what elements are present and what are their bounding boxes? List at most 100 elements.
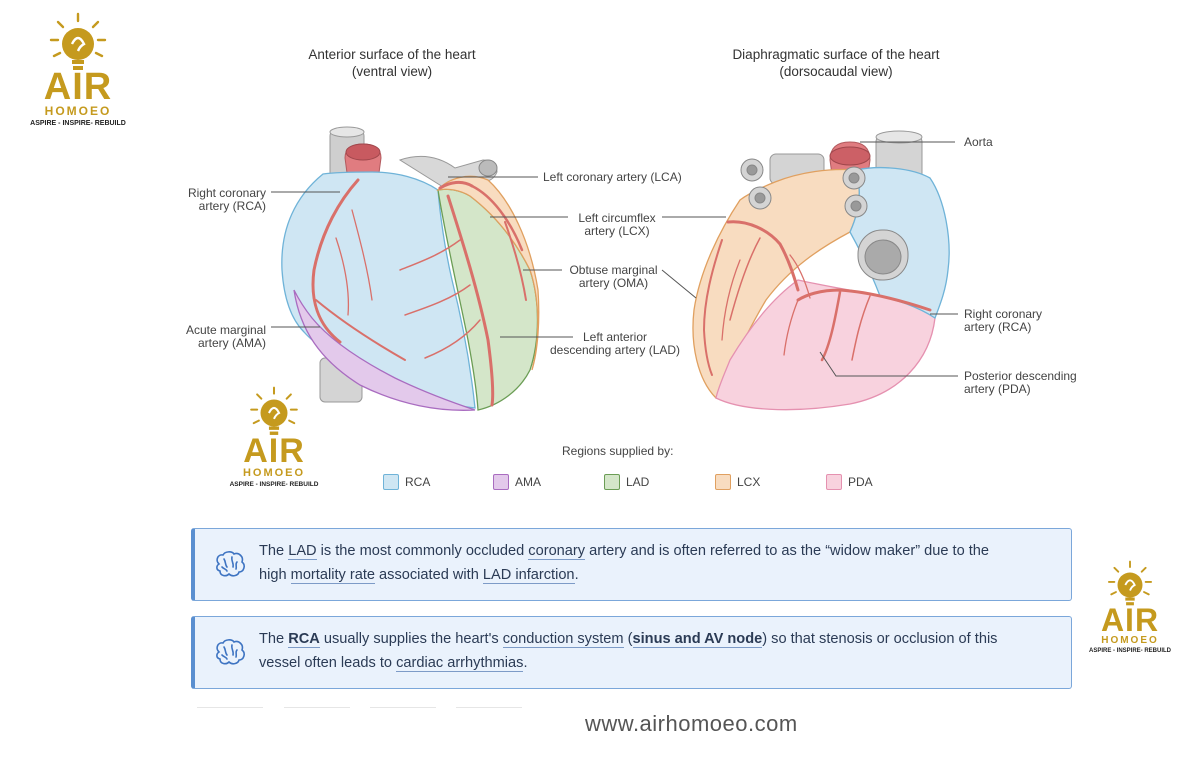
callout-rca: The RCA usually supplies the heart's con…	[191, 616, 1072, 689]
posterior-heart	[692, 130, 950, 411]
label-line: Left anterior	[582, 330, 648, 344]
label-pda: Posterior descending artery (PDA)	[964, 370, 1077, 396]
label-line: artery (PDA)	[964, 382, 1031, 396]
brand-sub: HOMOEO	[1101, 635, 1159, 646]
anterior-view-title: Anterior surface of the heart (ventral v…	[272, 46, 512, 80]
brand-sub: HOMOEO	[242, 467, 306, 479]
brand-name: AIR	[43, 66, 113, 108]
footer-url[interactable]: www.airhomoeo.com	[585, 711, 798, 736]
brand-name: AIR	[1100, 602, 1160, 638]
label-rca-left: Right coronary artery (RCA)	[150, 187, 266, 213]
posterior-title-line2: (dorsocaudal view)	[779, 64, 893, 79]
brand-logo-mid: AIR HOMOEO ASPIRE - INSPIRE- REBUILD	[222, 386, 326, 489]
lcx-artery	[470, 184, 524, 252]
legend-swatch	[715, 474, 731, 490]
text-run: .	[523, 655, 528, 671]
legend-label: RCA	[405, 475, 431, 489]
text-run: high	[259, 567, 291, 583]
rca-artery	[796, 288, 932, 312]
brain-icon	[216, 639, 245, 665]
callout-lad-text: The LAD is the most commonly occluded co…	[259, 539, 1041, 587]
label-line: Posterior descending	[964, 369, 1077, 383]
legend-title: Regions supplied by:	[562, 444, 674, 458]
label-line: Acute marginal	[185, 323, 266, 337]
brand-name: AIR	[243, 432, 305, 470]
label-line: Right coronary	[187, 186, 266, 200]
legend-swatch	[604, 474, 620, 490]
divider	[456, 707, 522, 708]
callout-lad: The LAD is the most commonly occluded co…	[191, 528, 1072, 601]
label-rca-right: Right coronary artery (RCA)	[964, 308, 1042, 334]
leader-pda	[819, 351, 958, 377]
label-line: artery (LCX)	[584, 224, 650, 238]
label-lca: Left coronary artery (LCA)	[543, 171, 682, 184]
brand-sub: HOMOEO	[44, 104, 112, 118]
label-line: artery (RCA)	[964, 320, 1032, 334]
lcx-region	[436, 175, 540, 371]
anterior-title-line2: (ventral view)	[351, 64, 433, 79]
legend-item-rca: RCA	[383, 474, 430, 490]
legend-label: PDA	[848, 475, 873, 489]
label-line: Left circumflex	[578, 211, 656, 225]
label-line: artery (AMA)	[197, 336, 266, 350]
rca-artery	[311, 178, 360, 344]
legend-swatch	[383, 474, 399, 490]
legend-label: AMA	[515, 475, 542, 489]
legend-label: LAD	[626, 475, 650, 489]
legend-label: LCX	[737, 475, 761, 489]
ama-artery	[315, 299, 406, 361]
oma-artery	[504, 221, 527, 301]
posterior-title-line1: Diaphragmatic surface of the heart	[732, 47, 940, 62]
link-conduction-system[interactable]: conduction system	[502, 631, 624, 648]
ama-region	[293, 289, 476, 411]
callout-rca-text: The RCA usually supplies the heart's con…	[259, 627, 1041, 675]
lightbulb-icon	[49, 12, 107, 70]
link-coronary[interactable]: coronary	[528, 543, 586, 560]
divider	[370, 707, 436, 708]
divider	[284, 707, 350, 708]
text-run: usually supplies the heart's	[319, 631, 503, 647]
divider	[197, 707, 263, 708]
lad-artery	[446, 194, 495, 407]
text-run: is the most commonly occluded	[316, 543, 529, 559]
legend-swatch	[493, 474, 509, 490]
label-line: Right coronary	[964, 307, 1043, 321]
lca-artery	[438, 180, 474, 190]
legend-item-ama: AMA	[493, 474, 541, 490]
text-run: artery and is often referred to as the “…	[585, 543, 990, 559]
label-line: descending artery (LAD)	[549, 343, 681, 357]
pda-artery	[820, 290, 842, 362]
text-run: associated with	[375, 567, 483, 583]
brand-logo-right: AIR HOMOEO ASPIRE - INSPIRE- REBUILD	[1083, 560, 1177, 656]
lightbulb-icon	[250, 386, 298, 435]
legend-item-pda: PDA	[826, 474, 873, 490]
link-lad[interactable]: LAD	[288, 543, 317, 560]
oma-artery	[702, 239, 723, 376]
lcx-artery	[726, 220, 800, 292]
text-run: The	[259, 631, 289, 647]
legend-swatch	[826, 474, 842, 490]
anterior-title-line1: Anterior surface of the heart	[308, 47, 476, 62]
label-lad: Left anterior descending artery (LAD)	[548, 331, 682, 357]
link-cardiac-arrhythmias[interactable]: cardiac arrhythmias	[396, 655, 524, 672]
lcx-region	[692, 168, 860, 400]
text-run: (	[623, 631, 633, 647]
label-line: Aorta	[964, 135, 993, 149]
label-line: artery (RCA)	[198, 199, 266, 213]
leader-oma-right	[661, 269, 697, 299]
brand-logo-top-left: AIR HOMOEO ASPIRE - INSPIRE- REBUILD	[22, 12, 134, 129]
label-line: Left coronary artery (LCA)	[543, 170, 682, 184]
label-lcx: Left circumflex artery (LCX)	[572, 212, 662, 238]
link-lad-infarction[interactable]: LAD infarction	[482, 567, 575, 584]
brain-icon	[216, 551, 245, 577]
link-mortality-rate[interactable]: mortality rate	[290, 567, 375, 584]
link-rca[interactable]: RCA	[288, 631, 320, 648]
label-line: Obtuse marginal	[569, 263, 658, 277]
anterior-heart	[281, 126, 540, 411]
text-run: The	[259, 543, 289, 559]
posterior-view-title: Diaphragmatic surface of the heart (dors…	[706, 46, 966, 80]
legend-item-lad: LAD	[604, 474, 649, 490]
legend-item-lcx: LCX	[715, 474, 760, 490]
label-ama: Acute marginal artery (AMA)	[150, 324, 266, 350]
link-sinus-av-node[interactable]: sinus and AV node	[632, 631, 763, 648]
